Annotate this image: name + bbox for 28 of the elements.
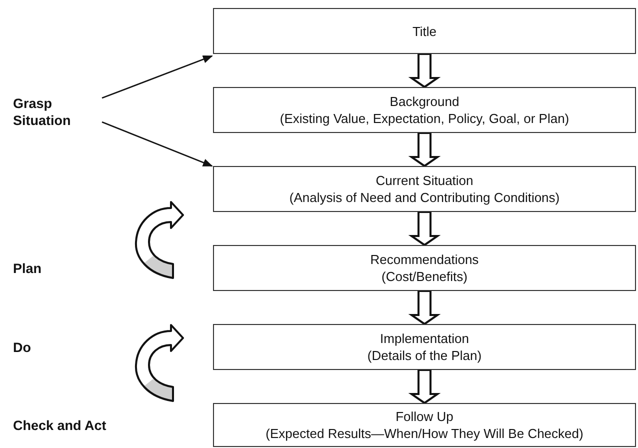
process-box <box>213 87 636 133</box>
box-detail: (Details of the Plan) <box>367 347 482 364</box>
process-box <box>213 403 636 447</box>
box-detail: (Expected Results—When/How They Will Be Checked) <box>266 425 584 442</box>
block-arrow <box>408 290 441 326</box>
box-heading: Recommendations <box>370 251 479 268</box>
phase-label: Do <box>13 340 31 355</box>
box-heading: Follow Up <box>396 408 454 425</box>
block-arrow <box>408 369 441 404</box>
phase-text: Grasp Situation <box>13 95 72 129</box>
process-box <box>213 324 636 370</box>
arrow <box>102 121 213 167</box>
box-detail: (Existing Value, Expectation, Policy, Goal, or Plan) <box>280 110 570 127</box>
block-arrow <box>408 132 441 168</box>
phase-label: Check and Act <box>13 418 106 433</box>
box-heading: Background <box>390 93 460 110</box>
arrow <box>102 55 213 99</box>
process-box <box>213 166 636 212</box>
block-arrow <box>408 53 441 88</box>
phase-label: Plan <box>13 261 42 276</box>
box-heading: Implementation <box>380 330 469 347</box>
block-arrow <box>408 211 441 246</box>
box-detail: (Analysis of Need and Contributing Conditions) <box>289 189 560 206</box>
box-detail: (Cost/Benefits) <box>382 268 468 285</box>
box-heading: Current Situation <box>376 172 474 189</box>
process-box <box>213 245 636 291</box>
process-box <box>213 8 636 54</box>
box-heading: Title <box>412 22 437 40</box>
